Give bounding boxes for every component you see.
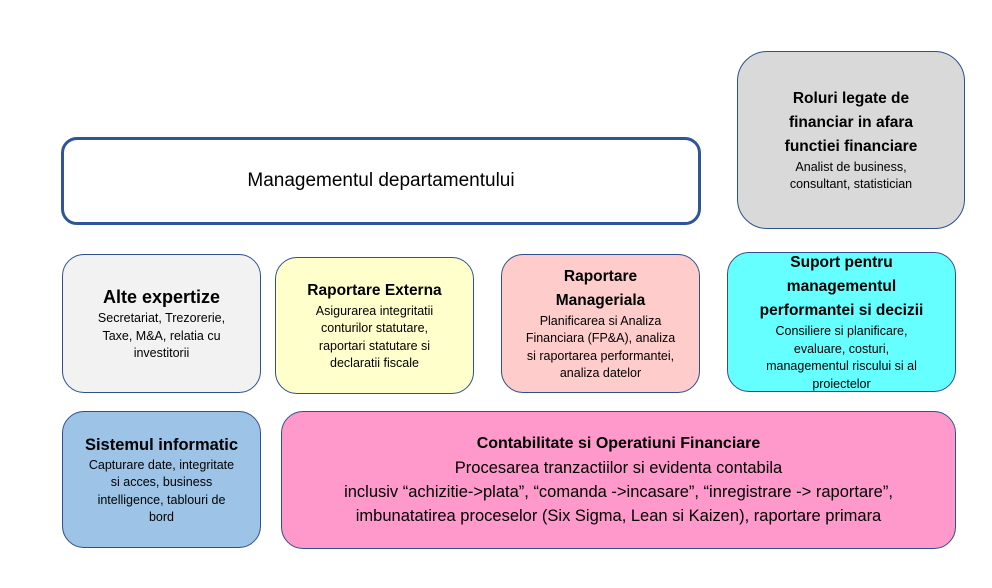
roles-desc-line: consultant, statistician — [789, 177, 913, 191]
external-reporting-box: Raportare Externa Asigurarea integritati… — [275, 257, 474, 394]
roles-box: Roluri legate de financiar in afara func… — [737, 51, 965, 229]
information-system-desc-line: intelligence, tablouri de — [97, 492, 226, 507]
information-system-desc-line: bord — [148, 510, 175, 524]
accounting-desc-line: inclusiv “achizitie->plata”, “comanda ->… — [344, 483, 893, 501]
accounting-desc-line: Procesarea tranzactiilor si evidenta con… — [454, 459, 783, 477]
performance-support-box: Suport pentru managementul performantei … — [727, 252, 956, 392]
managerial-reporting-box: Raportare Manageriala Planificarea si An… — [501, 254, 700, 393]
managerial-reporting-desc-line: Planificarea si Analiza — [539, 313, 662, 328]
managerial-reporting-desc-line: analiza datelor — [559, 366, 642, 380]
external-reporting-desc-line: conturilor statutare, — [321, 321, 428, 335]
other-expertise-desc-line: Secretariat, Trezorerie, — [97, 311, 226, 326]
performance-support-desc-line: proiectelor — [812, 376, 871, 391]
performance-support-desc-line: managementul riscului si al — [766, 359, 917, 373]
external-reporting-desc-line: raportari statutare si — [318, 338, 431, 353]
other-expertise-title: Alte expertize — [102, 287, 221, 308]
management-title: Managementul departamentului — [247, 170, 515, 191]
other-expertise-box: Alte expertize Secretariat, Trezorerie, … — [62, 254, 261, 393]
external-reporting-title: Raportare Externa — [307, 281, 442, 299]
information-system-desc-line: Capturare date, integritate — [88, 457, 235, 472]
managerial-reporting-desc-line: si raportarea performantei, — [526, 348, 675, 363]
performance-support-desc-line: Consiliere si planificare, — [775, 324, 908, 338]
information-system-box: Sistemul informatic Capturare date, inte… — [62, 411, 261, 548]
performance-support-desc-line: evaluare, costuri, — [793, 341, 890, 356]
information-system-title: Sistemul informatic — [84, 435, 239, 454]
performance-support-title: Suport pentru managementul performantei … — [759, 254, 924, 319]
managerial-reporting-title: Raportare Manageriala — [555, 267, 646, 309]
accounting-box: Contabilitate si Operatiuni Financiare P… — [281, 411, 956, 549]
external-reporting-desc-line: Asigurarea integritatii — [315, 303, 434, 318]
accounting-title: Contabilitate si Operatiuni Financiare — [476, 435, 761, 452]
accounting-desc-line: imbunatatirea proceselor (Six Sigma, Lea… — [355, 507, 882, 525]
information-system-desc-line: si acces, business — [110, 475, 213, 489]
other-expertise-desc-line: Taxe, M&A, relatia cu — [102, 328, 221, 343]
roles-title: Roluri legate de financiar in afara func… — [784, 89, 918, 155]
roles-desc-line: Analist de business, — [795, 159, 907, 174]
managerial-reporting-desc-line: Financiara (FP&A), analiza — [525, 331, 676, 345]
external-reporting-desc-line: declaratii fiscale — [330, 356, 419, 370]
management-box: Managementul departamentului — [61, 137, 701, 225]
other-expertise-desc-line: investitorii — [133, 346, 190, 361]
